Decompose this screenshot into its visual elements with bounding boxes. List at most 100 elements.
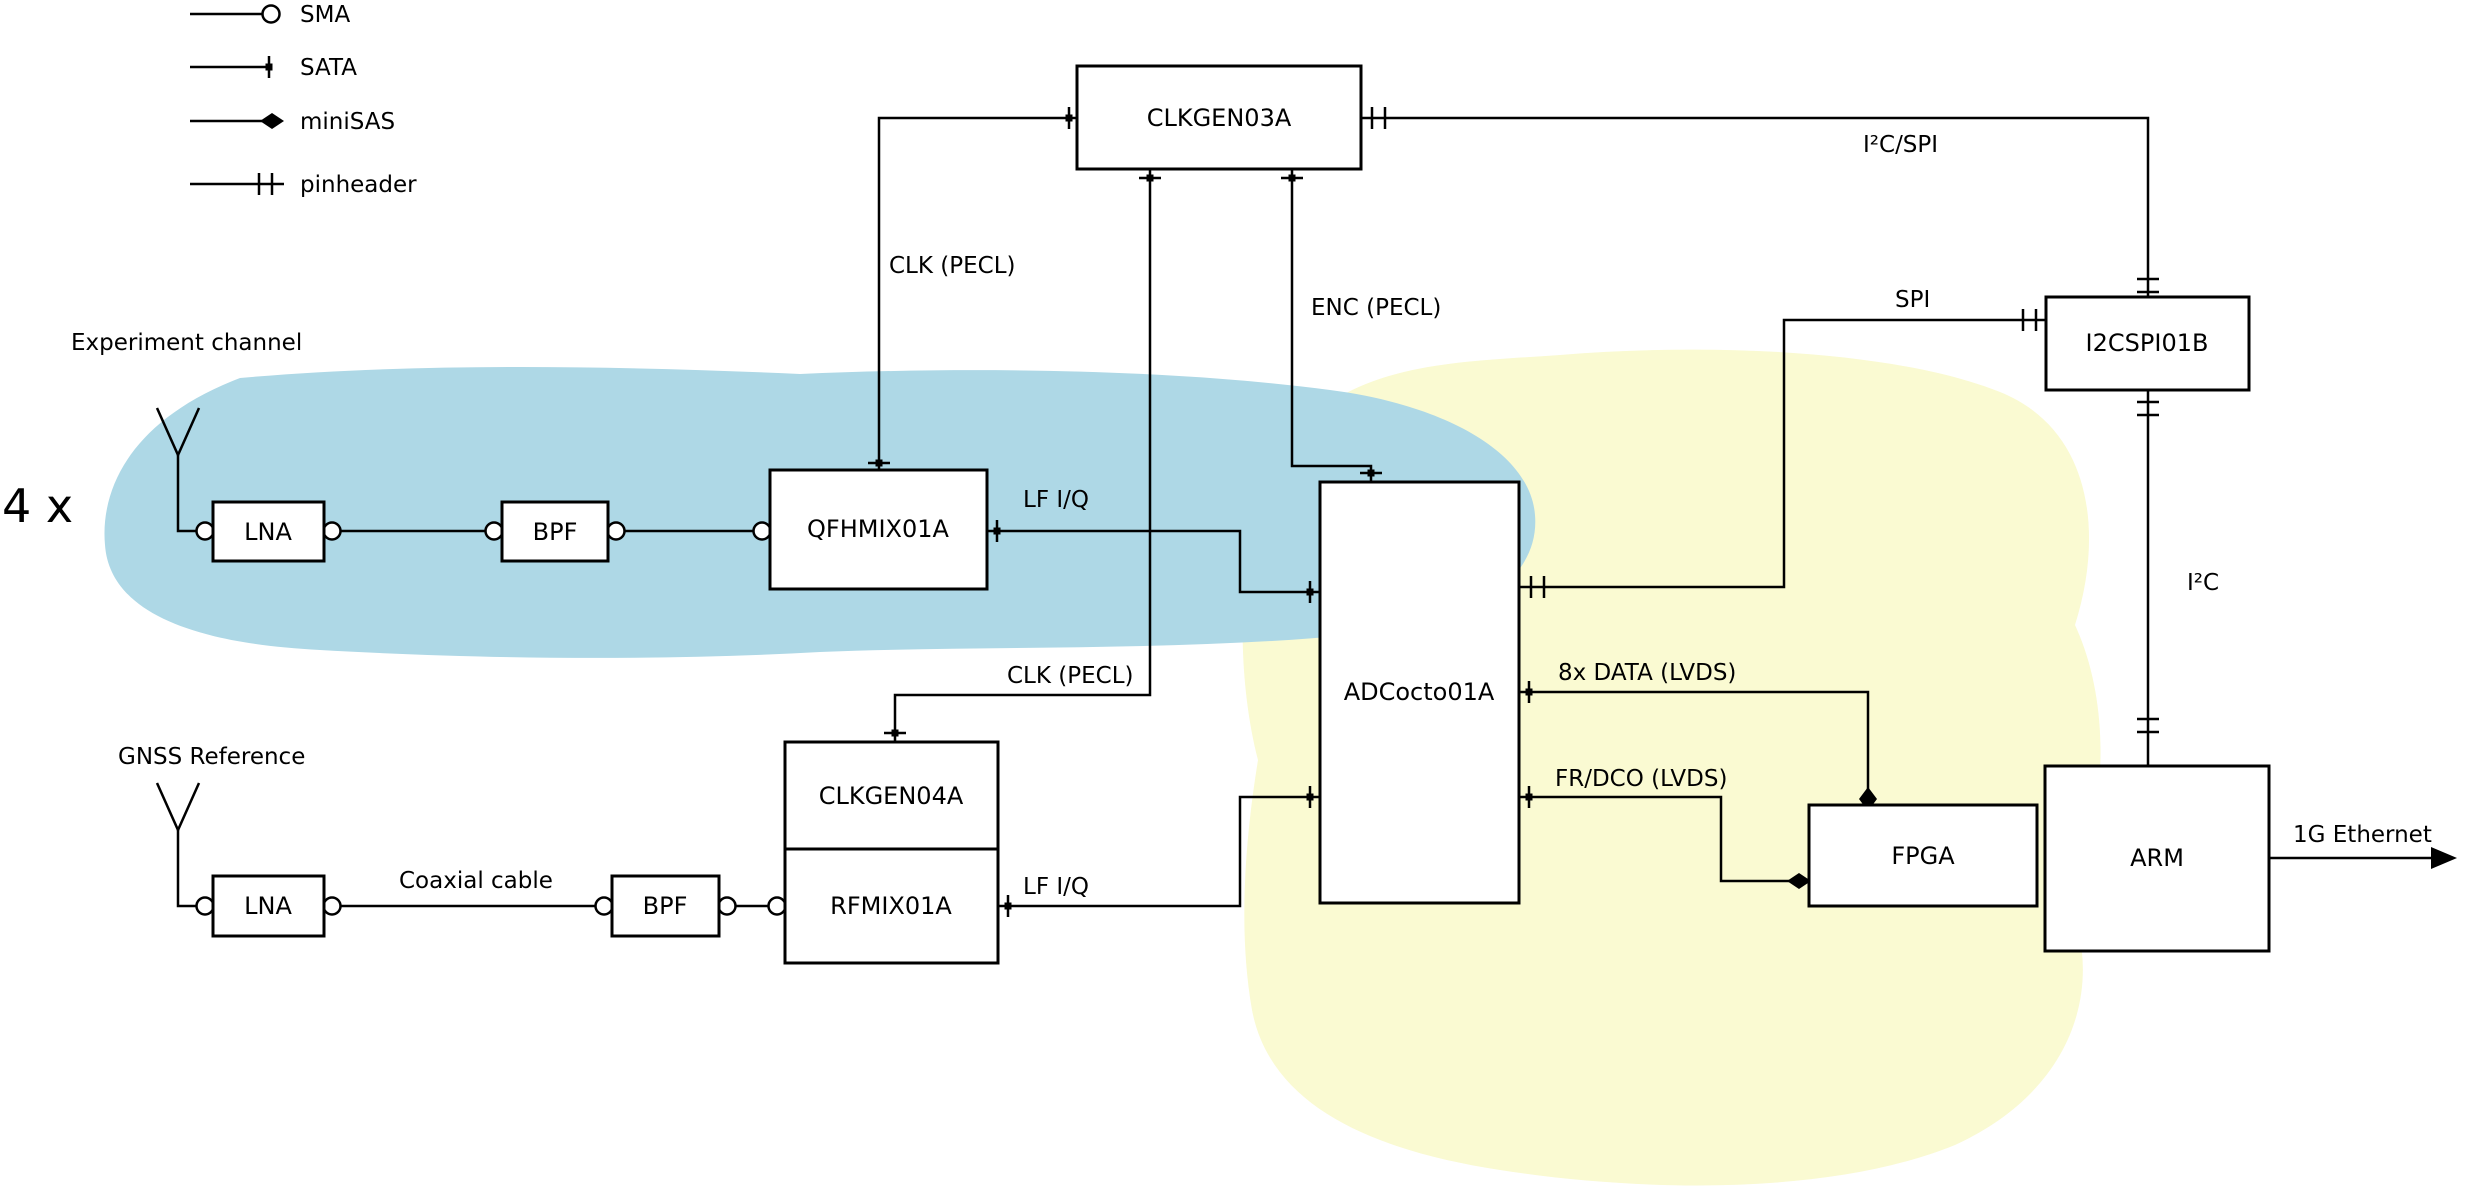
wire-lfiq-experiment [987, 529, 1320, 594]
sata-icon-dot [265, 63, 273, 71]
experiment-channel-label: Experiment channel [71, 330, 302, 356]
pinheader-connector-icon [1370, 107, 1387, 129]
block-bpf-gnss-label: BPF [643, 892, 688, 920]
pinheader-connector-icon [2137, 717, 2159, 734]
sma-connector-icon [606, 521, 626, 541]
block-bpf-gnss-box [610, 874, 721, 938]
signal-clk-pecl-top-label: CLK (PECL) [889, 253, 1016, 279]
pinheader-connector-icon [2021, 309, 2038, 331]
sma-connector-icon [594, 896, 614, 916]
sata-connector-icon [1306, 786, 1314, 808]
sma-connector-icon [767, 896, 787, 916]
sma-icon [261, 4, 281, 24]
block-i2cspi01b-box [2044, 295, 2251, 392]
block-adcocto01a: ADCocto01A [1318, 480, 1521, 905]
sma-connector-icon [195, 896, 215, 916]
signal-i2c-spi-label: I²C/SPI [1863, 132, 1938, 158]
minisas-connector-icon [1787, 873, 1811, 889]
block-qfhmix01a-box [768, 468, 989, 591]
wire-frdco-lvds [1519, 795, 1809, 883]
block-bpf-experiment: BPF [500, 500, 610, 563]
pinheader-connector-icon [1529, 576, 1546, 598]
wire-lfiq-gnss [998, 795, 1320, 908]
signal-coaxial-label: Coaxial cable [399, 868, 553, 894]
sata-connectors [868, 107, 1533, 917]
sma-connector-icon [752, 521, 772, 541]
block-bpf-experiment-label: BPF [533, 518, 578, 546]
pinheader-connector-icon [2137, 400, 2159, 417]
wire-i2c-spi [1361, 116, 2150, 297]
block-lna-gnss-box [211, 874, 326, 938]
block-clkgen04a-label: CLKGEN04A [819, 782, 964, 810]
block-i2cspi01b: I2CSPI01B [2044, 295, 2251, 392]
antenna-arms [155, 782, 201, 834]
block-fpga: FPGA [1807, 803, 2039, 908]
legend-item-sata: SATA [190, 55, 357, 81]
block-bpf-experiment-box [500, 500, 610, 563]
antenna-feed [176, 455, 196, 533]
block-clkgen03a: CLKGEN03A [1075, 64, 1363, 171]
legend-label-minisas: miniSAS [300, 109, 395, 135]
block-lna-experiment: LNA [211, 500, 326, 563]
sata-connector-icon [868, 459, 890, 467]
block-rfmix01a-box [783, 847, 1000, 965]
wire-clk-pecl-bottom [893, 169, 1152, 742]
wire-8x-data-lvds [1519, 690, 1870, 805]
block-qfhmix01a-label: QFHMIX01A [807, 515, 950, 543]
highlight-regions [104, 349, 2101, 1186]
pinheader-connectors [1370, 107, 2159, 734]
block-adcocto01a-label: ADCocto01A [1344, 678, 1495, 706]
sata-connector-icon [1139, 174, 1161, 182]
signal-8x-data-lvds-label: 8x DATA (LVDS) [1558, 660, 1736, 686]
pinheader-connector-icon [2137, 277, 2159, 294]
signal-enc-pecl-label: ENC (PECL) [1311, 295, 1441, 321]
signal-ethernet-label: 1G Ethernet [2293, 822, 2432, 848]
sata-connector-icon [1306, 581, 1314, 603]
block-rfmix01a-label: RFMIX01A [830, 892, 952, 920]
block-rfmix01a: RFMIX01A [783, 847, 1000, 965]
block-lna-experiment-label: LNA [244, 518, 292, 546]
sata-connector-icon [1065, 107, 1073, 129]
signal-clk-pecl-bottom-label: CLK (PECL) [1007, 663, 1134, 689]
gnss-reference-label: GNSS Reference [118, 744, 305, 770]
wire-clk-pecl-top [877, 116, 1077, 470]
block-fpga-label: FPGA [1891, 842, 1955, 870]
minisas-icon [260, 113, 284, 129]
signal-spi-label: SPI [1895, 287, 1930, 313]
channel-multiplier-label: 4 x [2, 479, 73, 533]
sata-connector-icon [1281, 174, 1303, 182]
block-i2cspi01b-label: I2CSPI01B [2086, 329, 2209, 357]
block-adcocto01a-box [1318, 480, 1521, 905]
block-clkgen03a-label: CLKGEN03A [1147, 104, 1292, 132]
legend-item-minisas: miniSAS [190, 109, 395, 135]
wires [340, 116, 2457, 908]
signal-lfiq-experiment-label: LF I/Q [1023, 487, 1089, 513]
legend-item-sma: SMA [190, 2, 350, 28]
block-clkgen04a: CLKGEN04A [783, 740, 1000, 851]
sma-connector-icon [322, 896, 342, 916]
signal-frdco-lvds-label: FR/DCO (LVDS) [1555, 766, 1727, 792]
block-lna-gnss-label: LNA [244, 892, 292, 920]
legend-item-pinheader: pinheader [190, 172, 417, 198]
sma-connector-icon [195, 521, 215, 541]
sata-connector-icon [1360, 469, 1382, 477]
block-arm-label: ARM [2130, 844, 2184, 872]
signal-labels: CLK (PECL) ENC (PECL) I²C/SPI SPI I²C LF… [399, 132, 2432, 900]
sma-connector-icon [322, 521, 342, 541]
sata-connector-icon [1525, 681, 1533, 703]
wire-spi [1519, 318, 2046, 589]
experiment-antenna-icon [155, 407, 201, 533]
block-fpga-box [1807, 803, 2039, 908]
antenna-feed [176, 830, 196, 908]
sata-connector-icon [884, 729, 906, 737]
signal-lfiq-gnss-label: LF I/Q [1023, 874, 1089, 900]
legend-label-sata: SATA [300, 55, 357, 81]
block-qfhmix01a: QFHMIX01A [768, 468, 989, 591]
sata-connector-icon [993, 520, 1001, 542]
sma-connector-icon [717, 896, 737, 916]
signal-i2c-label: I²C [2187, 570, 2219, 596]
gnss-antenna-icon [155, 782, 201, 908]
block-arm: ARM [2043, 764, 2271, 953]
